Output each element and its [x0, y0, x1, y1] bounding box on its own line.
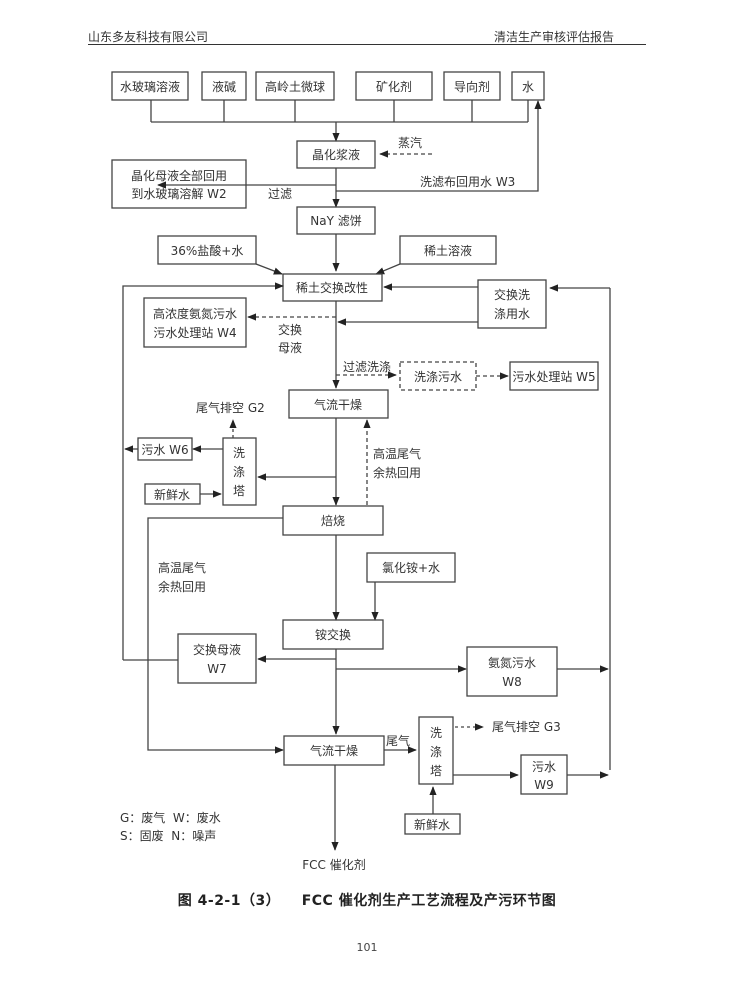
ammonia-wastewater-w8-label: 氨氮污水	[488, 655, 536, 670]
heat-recovery-1-label: 高温尾气	[373, 446, 421, 461]
nay-cake-label: NaY 滤饼	[310, 214, 361, 228]
heat-recovery-2-label: 高温尾气	[158, 560, 206, 575]
calcination-label: 焙烧	[321, 513, 345, 528]
scrubber-1-label: 涤	[233, 465, 245, 479]
wastewater-w6-label: 污水 W6	[141, 443, 188, 457]
legend-line: G：废气 W：废水	[120, 810, 221, 825]
input-label: 高岭土微球	[265, 79, 325, 94]
wastewater-w9-label: 污水	[532, 760, 556, 774]
wash-wastewater-label: 洗涤污水	[414, 370, 462, 384]
exchange-mother-w7-box	[177, 633, 257, 684]
heat-recovery-1-label: 余热回用	[373, 465, 421, 480]
fresh-water-2-label: 新鲜水	[414, 817, 450, 832]
exchange-mother-w7-label: 交换母液	[193, 642, 241, 657]
exchange-mother-label: 母液	[278, 340, 302, 355]
exchange-wash-water-box	[477, 279, 547, 329]
scrubber-2-label: 涤	[430, 745, 442, 759]
exchange-mother-label: 交换	[278, 322, 302, 337]
hcl-water-label: 36%盐酸+水	[171, 243, 244, 258]
input-label: 矿化剂	[376, 79, 412, 94]
scrubber-1-label: 洗	[233, 446, 245, 460]
tail-gas-g2-label: 尾气排空 G2	[196, 400, 265, 415]
nh4cl-water-box	[366, 552, 456, 583]
figure-caption: 图 4-2-1（3） FCC 催化剂生产工艺流程及产污环节图	[177, 893, 557, 909]
input-label: 水玻璃溶液	[120, 79, 180, 94]
scrubber-1-label: 塔	[233, 484, 245, 498]
exchange-mother-w7-label: W7	[207, 662, 227, 676]
header-company: 山东多友科技有限公司	[88, 30, 209, 44]
filter-cloth-water-label: 洗滤布回用水 W3	[420, 175, 515, 189]
header-rule	[88, 44, 646, 45]
input-label: 液碱	[212, 79, 236, 94]
nh4cl-water-label: 氯化铵+水	[382, 560, 440, 575]
flash-dryer-2-label: 气流干燥	[310, 743, 358, 758]
heat-recovery-2-label: 余热回用	[158, 579, 206, 594]
rare-earth-solution-box	[399, 235, 497, 265]
mother-liquor-recycle-box	[111, 159, 247, 209]
ammonium-exchange-label: 铵交换	[315, 627, 351, 642]
filtration-label: 过滤	[268, 187, 292, 201]
filter-wash-label: 过滤洗涤	[343, 360, 391, 374]
hcl-water-box	[157, 235, 257, 265]
high-ammonia-label: 高浓度氨氮污水	[153, 306, 237, 321]
tail-gas-g3-label: 尾气排空 G3	[492, 719, 561, 734]
rare-earth-exchange-label: 稀土交换改性	[296, 280, 368, 295]
wash-wastewater-box	[399, 361, 477, 391]
steam-label: 蒸汽	[398, 135, 422, 150]
input-label: 水	[522, 80, 534, 94]
high-ammonia-wastewater-box	[143, 297, 247, 348]
ammonia-wastewater-w8-label: W8	[502, 675, 522, 689]
ammonia-wastewater-w8-box	[466, 646, 558, 697]
calcination-box	[282, 505, 384, 536]
legend-line: S：固废 N：噪声	[120, 828, 216, 843]
input-label: 导向剂	[454, 79, 490, 94]
fresh-water-1-label: 新鲜水	[154, 487, 190, 502]
wastewater-w9-label: W9	[534, 778, 554, 792]
wwtp-w5-label: 污水处理站 W5	[512, 370, 595, 384]
crystal-slurry-label: 晶化浆液	[312, 147, 360, 162]
high-ammonia-label: 污水处理站 W4	[153, 326, 236, 340]
rare-earth-solution-label: 稀土溶液	[424, 243, 472, 258]
flash-dryer-1-box	[288, 389, 389, 419]
mother-liquor-label: 到水玻璃溶解 W2	[131, 186, 226, 201]
exchange-wash-water-label: 涤用水	[494, 307, 530, 321]
input-box	[111, 71, 189, 101]
ammonium-exchange-box	[282, 619, 384, 650]
mother-liquor-label: 晶化母液全部回用	[131, 168, 227, 183]
header-report-title: 清洁生产审核评估报告	[493, 30, 614, 44]
product-label: FCC 催化剂	[302, 857, 365, 872]
tail-gas-label: 尾气	[386, 733, 410, 748]
flash-dryer-1-label: 气流干燥	[314, 397, 362, 412]
scrubber-2-box	[418, 716, 454, 785]
scrubber-1-box	[222, 437, 257, 506]
page-number: 101	[356, 941, 378, 954]
scrubber-2-label: 洗	[430, 726, 442, 740]
exchange-wash-water-label: 交换洗	[494, 287, 530, 302]
scrubber-2-label: 塔	[430, 764, 442, 778]
wwtp-w5-box	[509, 361, 599, 391]
